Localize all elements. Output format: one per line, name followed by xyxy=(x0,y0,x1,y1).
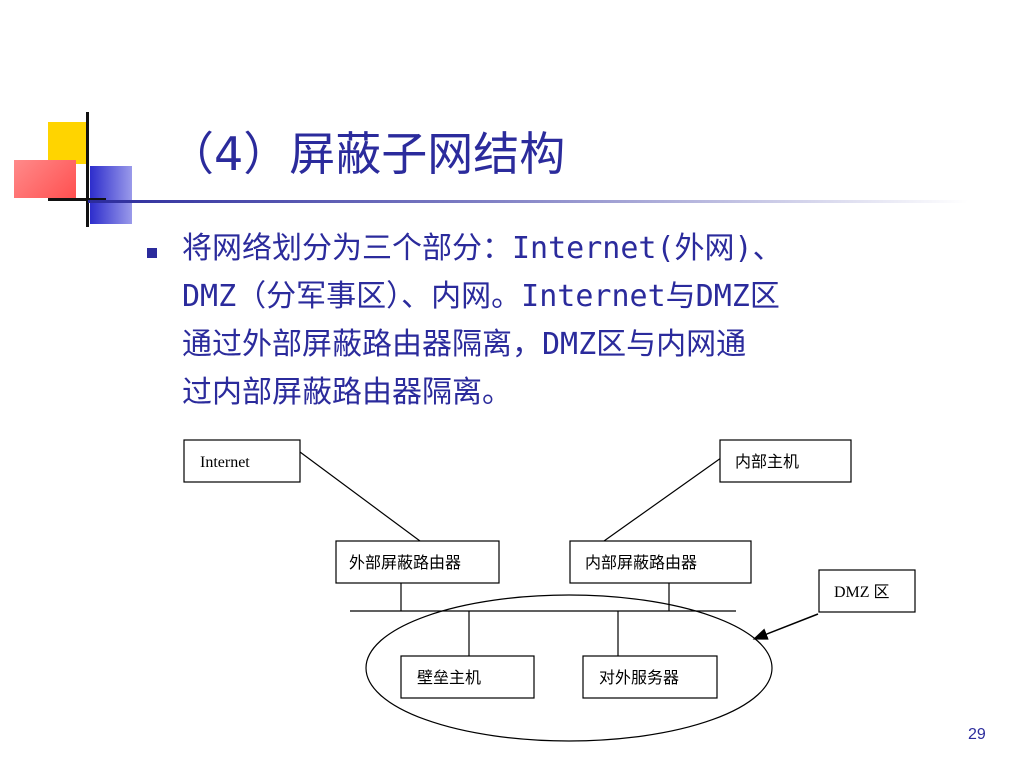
node-public-server: 对外服务器 xyxy=(582,655,718,699)
node-public-server-label: 对外服务器 xyxy=(599,669,679,687)
slide-title: （4）屏蔽子网结构 xyxy=(168,127,566,181)
decor-yellow-square xyxy=(48,122,86,164)
decor-blue-square xyxy=(90,166,132,224)
dmz-ellipse xyxy=(365,594,773,742)
node-bastion-host: 壁垒主机 xyxy=(400,655,535,699)
bullet-line: 通过外部屏蔽路由器隔离，DMZ区与内网通 xyxy=(182,327,747,362)
bullet-line: 将网络划分为三个部分：Internet(外网)、 xyxy=(182,231,783,266)
link-internet-external-router xyxy=(299,451,421,542)
node-bastion-host-label: 壁垒主机 xyxy=(417,668,481,687)
node-internal-router-label: 内部屏蔽路由器 xyxy=(585,554,697,572)
dmz-arrow xyxy=(752,613,819,640)
decor-red-square xyxy=(14,160,76,198)
node-dmz-label: DMZ 区 xyxy=(818,569,916,613)
decor-horizontal-line xyxy=(48,198,106,201)
bullet-text: 将网络划分为三个部分：Internet(外网)、 DMZ（分军事区）、内网。In… xyxy=(182,225,962,417)
title-divider xyxy=(88,200,968,203)
bullet-line: DMZ（分军事区）、内网。Internet与DMZ区 xyxy=(182,279,780,314)
bullet-line: 过内部屏蔽路由器隔离。 xyxy=(182,375,512,410)
node-internet-label: Internet xyxy=(200,454,250,471)
node-internal-host: 内部主机 xyxy=(719,439,852,483)
node-internal-host-label: 内部主机 xyxy=(735,453,799,471)
bullet-marker xyxy=(147,248,157,258)
node-internal-router: 内部屏蔽路由器 xyxy=(569,540,752,584)
page-number: 29 xyxy=(968,726,986,743)
decor-vertical-line xyxy=(86,112,89,227)
node-external-router: 外部屏蔽路由器 xyxy=(335,540,500,584)
node-external-router-label: 外部屏蔽路由器 xyxy=(349,554,461,572)
link-internal-host-internal-router xyxy=(603,452,729,542)
node-dmz-label-text: DMZ 区 xyxy=(834,584,890,601)
node-internet: Internet xyxy=(183,439,301,483)
